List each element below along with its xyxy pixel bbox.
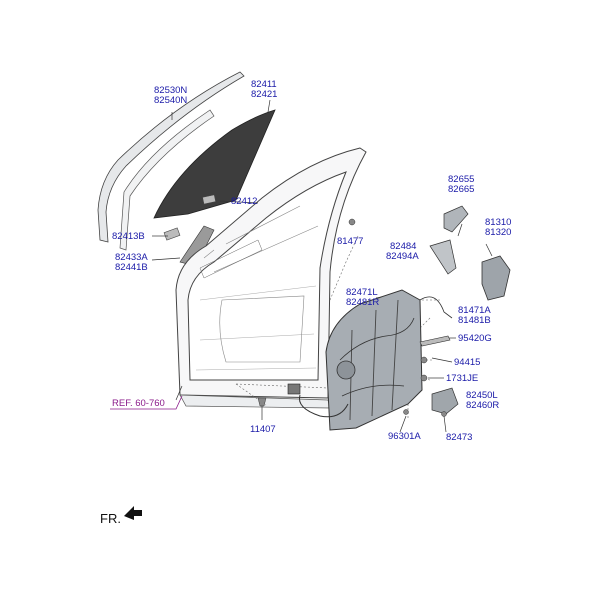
door-frame	[175, 147, 367, 409]
outside-handle-82655	[443, 205, 469, 233]
label-95420g: 95420G	[458, 333, 492, 344]
label-81477: 81477	[337, 236, 364, 247]
bolt-11407	[257, 397, 267, 407]
label-81320: 81320	[485, 227, 512, 238]
label-82530n: 82530N	[154, 85, 188, 96]
label-1731je: 1731JE	[446, 373, 479, 384]
label-81481b: 81481B	[458, 315, 491, 326]
harness-wire	[298, 394, 349, 418]
inside-handle-82450l	[431, 387, 459, 415]
label-82421: 82421	[251, 89, 278, 100]
handle-rod-82484	[429, 239, 457, 275]
latch-cable-81471a	[419, 296, 453, 319]
label-82433a: 82433A	[115, 252, 148, 263]
label-81310: 81310	[485, 217, 512, 228]
regulator-motor	[336, 360, 356, 380]
door-glass	[153, 109, 276, 219]
label-82460r: 82460R	[466, 400, 500, 411]
clip-94415	[420, 356, 428, 364]
label-96301a: 96301A	[388, 431, 421, 442]
label-82484: 82484	[390, 241, 417, 252]
front-arrow-icon	[124, 506, 142, 520]
label-82665: 82665	[448, 184, 475, 195]
label-82540n: 82540N	[154, 95, 188, 106]
label-82655: 82655	[448, 174, 475, 185]
screw-96301a	[403, 409, 409, 415]
glass-run-trim	[119, 109, 215, 251]
handle-link-95420g	[419, 335, 451, 347]
label-82481r: 82481R	[346, 297, 380, 308]
label-82412: 82412	[231, 196, 258, 207]
label-82411: 82411	[251, 79, 277, 90]
reference-label: REF. 60-760	[112, 398, 165, 409]
glass-bracket-82413b	[163, 227, 181, 241]
door-latch-81310	[481, 255, 511, 301]
label-82494a: 82494A	[386, 251, 419, 262]
harness-connector	[287, 383, 301, 395]
run-channel-strip	[97, 71, 245, 243]
regulator-cable	[339, 317, 415, 397]
label-82441b: 82441B	[115, 262, 148, 273]
label-82450l: 82450L	[466, 390, 498, 401]
label-82473: 82473	[446, 432, 473, 443]
screw-82473	[441, 411, 447, 417]
label-82413b: 82413B	[112, 231, 145, 242]
front-direction-label: FR.	[100, 511, 121, 526]
label-94415: 94415	[454, 357, 481, 368]
ref-underline	[110, 395, 183, 410]
label-82471l: 82471L	[346, 287, 378, 298]
bolt-81477	[348, 218, 356, 226]
glass-bracket-82412	[202, 194, 217, 205]
label-11407: 11407	[250, 424, 276, 435]
label-81471a: 81471A	[458, 305, 491, 316]
screw-1731je	[420, 374, 428, 382]
